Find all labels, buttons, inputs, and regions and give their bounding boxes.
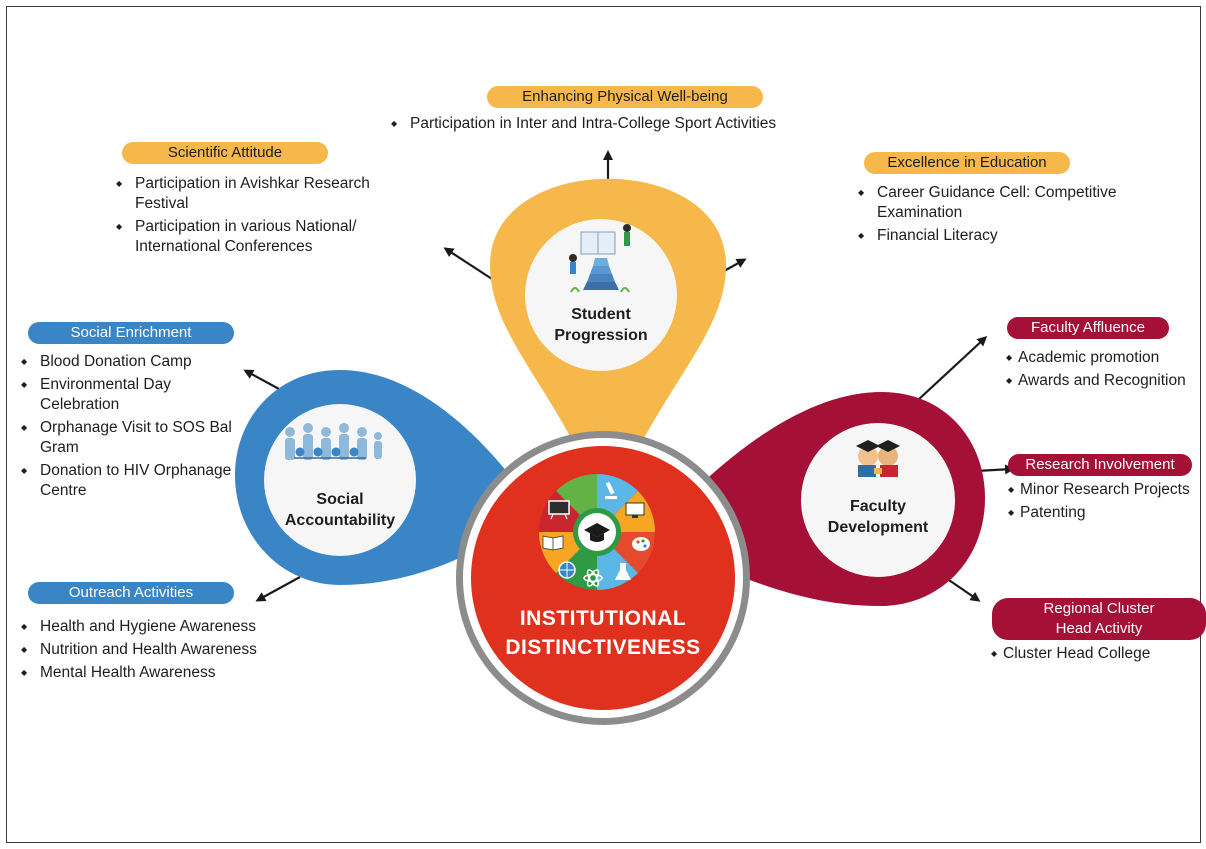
paint-palette-icon (632, 537, 650, 551)
list-item: Health and Hygiene Awareness (20, 617, 320, 637)
flask-icon (615, 563, 631, 580)
regional-cluster-title: Regional Cluster Head Activity (992, 598, 1206, 640)
list-item: Minor Research Projects (1007, 480, 1206, 500)
graduation-cap-icon (584, 523, 610, 542)
faculty-graduates-icon (856, 440, 900, 477)
student-hub-circle (525, 219, 677, 371)
microscope-icon (605, 481, 617, 499)
list-item: Participation in various National/ Inter… (115, 217, 415, 257)
list-item: Career Guidance Cell: Competitive Examin… (857, 183, 1157, 223)
list-item: Orphanage Visit to SOS Bal Gram (20, 418, 235, 458)
list-item: Participation in Avishkar Research Festi… (115, 174, 415, 214)
atom-icon (583, 569, 603, 587)
social-accountability-line1: Social (316, 491, 364, 508)
list-item: Blood Donation Camp (20, 352, 235, 372)
list-item: Patenting (1007, 503, 1206, 523)
research-involvement-list: Minor Research Projects Patenting (1007, 480, 1206, 526)
arrow-to-social-enrichment (243, 369, 280, 390)
faculty-development-line1: Faculty (849, 498, 906, 515)
physical-wellbeing-title: Enhancing Physical Well-being (487, 86, 763, 108)
list-item: Participation in Inter and Intra-College… (390, 114, 850, 134)
faculty-development-label: Faculty Development (808, 496, 948, 538)
faculty-affluence-title: Faculty Affluence (1007, 317, 1169, 339)
regional-cluster-title-line1: Regional Cluster (1043, 600, 1155, 617)
faculty-development-line2: Development (827, 519, 929, 536)
arrow-to-scientific-attitude (443, 247, 493, 280)
globe-icon (558, 561, 576, 579)
scientific-attitude-title: Scientific Attitude (122, 142, 328, 164)
student-progression-line1: Student (571, 306, 631, 323)
list-item: Mental Health Awareness (20, 663, 320, 683)
outreach-activities-title: Outreach Activities (28, 582, 234, 604)
scientific-attitude-list: Participation in Avishkar Research Festi… (115, 174, 415, 260)
outreach-activities-list: Health and Hygiene Awareness Nutrition a… (20, 617, 320, 686)
list-item: Nutrition and Health Awareness (20, 640, 320, 660)
arrow-to-research-involvement (975, 464, 1015, 475)
research-involvement-title: Research Involvement (1008, 454, 1192, 476)
social-enrichment-title: Social Enrichment (28, 322, 234, 344)
student-progression-line2: Progression (554, 327, 648, 344)
regional-cluster-list: Cluster Head College (990, 644, 1200, 667)
student-progression-label: Student Progression (531, 304, 671, 346)
stairs-reading-icon (569, 224, 631, 293)
list-item: Environmental Day Celebration (20, 375, 235, 415)
book-icon (542, 535, 564, 551)
social-enrichment-list: Blood Donation Camp Environmental Day Ce… (20, 352, 235, 504)
list-item: Cluster Head College (990, 644, 1200, 664)
center-title-line1: INSTITUTIONAL (519, 607, 687, 630)
chalkboard-icon (548, 500, 570, 520)
regional-cluster-title-line2: Head Activity (1055, 620, 1143, 637)
arrow-to-outreach (255, 576, 301, 602)
physical-wellbeing-list: Participation in Inter and Intra-College… (390, 114, 850, 137)
list-item: Financial Literacy (857, 226, 1157, 246)
excellence-education-list: Career Guidance Cell: Competitive Examin… (857, 183, 1157, 249)
social-accountability-label: Social Accountability (270, 489, 410, 531)
community-icon (285, 423, 382, 460)
education-icon-wheel (539, 474, 655, 590)
center-title: INSTITUTIONAL DISTINCTIVENESS (473, 604, 733, 662)
list-item: Donation to HIV Orphanage Centre (20, 461, 235, 501)
list-item: Awards and Recognition (1005, 371, 1203, 391)
social-accountability-line2: Accountability (284, 512, 396, 529)
arrow-to-faculty-affluence (917, 335, 988, 401)
faculty-affluence-list: Academic promotion Awards and Recognitio… (1005, 348, 1203, 394)
center-title-line2: DISTINCTIVENESS (505, 636, 701, 659)
arrow-to-regional-cluster (945, 577, 981, 602)
computer-icon (625, 502, 645, 518)
list-item: Academic promotion (1005, 348, 1203, 368)
faculty-hub-circle (801, 423, 955, 577)
excellence-education-title: Excellence in Education (864, 152, 1070, 174)
